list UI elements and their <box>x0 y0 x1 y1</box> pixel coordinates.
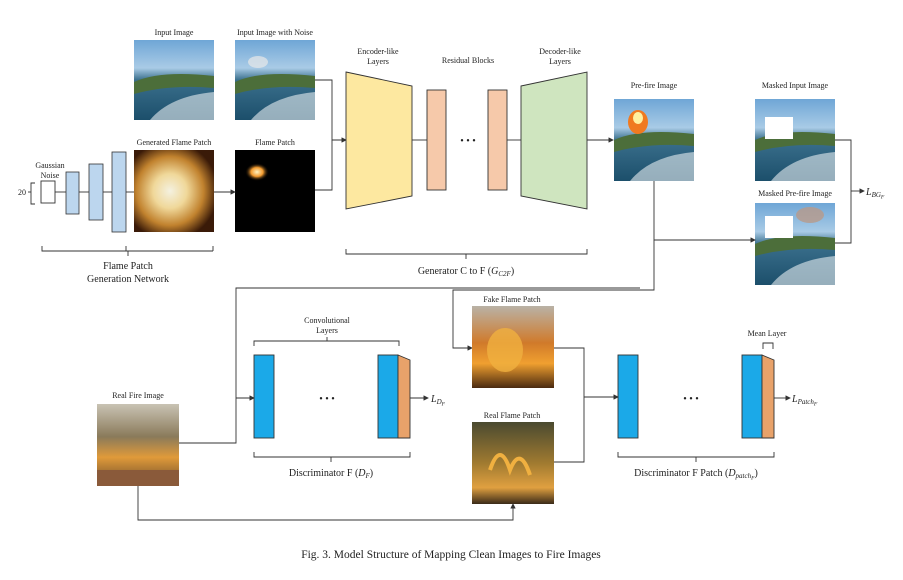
loss-bg-label: LBGF <box>865 187 885 201</box>
mean-layer-label: Mean Layer <box>748 329 787 338</box>
gaussian-label-2: Noise <box>41 171 60 180</box>
flame-net-brace <box>41 246 127 252</box>
noise-bracket <box>30 182 35 205</box>
masked-prefire-label: Masked Pre-fire Image <box>758 189 832 198</box>
encoder-label-1: Encoder-like <box>357 47 399 56</box>
loss-d-label: LDF <box>430 394 446 408</box>
disc-patch-ellipsis: • • • <box>683 394 699 405</box>
input-noise-label: Input Image with Noise <box>237 28 313 37</box>
fake-flame-image <box>472 306 554 388</box>
figure-caption: Fig. 3. Model Structure of Mapping Clean… <box>301 549 601 561</box>
generator-brace <box>345 249 588 255</box>
prefire-label: Pre-fire Image <box>631 81 678 90</box>
masked-prefire-image <box>755 203 835 285</box>
encoder-label-2: Layers <box>367 57 389 66</box>
flame-patch <box>235 150 315 232</box>
flame-net-label-1: Flame Patch <box>103 261 153 272</box>
noise-vector-box <box>40 180 56 204</box>
disc-patch-label: Discriminator F Patch (DpatchF) <box>634 468 758 482</box>
disc-patch-layer-1 <box>617 354 639 439</box>
flame-net-layer-2 <box>88 163 104 221</box>
flame-net-layer-3 <box>111 151 127 233</box>
disc-f-brace <box>253 452 411 458</box>
encoder-block <box>345 71 413 210</box>
mean-layer-brace <box>762 342 774 349</box>
masked-input-label: Masked Input Image <box>762 81 829 90</box>
residual-label: Residual Blocks <box>442 56 494 65</box>
decoder-label-2: Layers <box>549 57 571 66</box>
disc-patch-brace <box>617 452 775 458</box>
gaussian-label-1: Gaussian <box>35 161 64 170</box>
real-flame-label: Real Flame Patch <box>484 411 540 420</box>
disc-patch-layer-2 <box>741 354 763 439</box>
decoder-label-1: Decoder-like <box>539 47 581 56</box>
flame-net-layer-1 <box>65 171 80 215</box>
noise-dim-label: 20 <box>18 188 26 197</box>
residual-block-2 <box>487 89 508 191</box>
conv-brace <box>253 340 400 346</box>
real-flame-image <box>472 422 554 504</box>
real-fire-label: Real Fire Image <box>112 391 164 400</box>
prefire-image <box>614 99 694 181</box>
input-image-label: Input Image <box>155 28 194 37</box>
disc-f-layer-1 <box>253 354 275 439</box>
masked-input-image <box>755 99 835 181</box>
generated-flame-label: Generated Flame Patch <box>137 138 212 147</box>
conv-label-1: Convolutional <box>304 316 351 325</box>
disc-f-ellipsis: • • • <box>319 394 335 405</box>
disc-f-label: Discriminator F (DF) <box>289 468 373 480</box>
generated-flame-patch <box>134 150 214 232</box>
residual-ellipsis: • • • <box>460 136 476 147</box>
real-fire-image <box>97 404 179 486</box>
residual-block-1 <box>426 89 447 191</box>
generator-label: Generator C to F (GC2F) <box>418 266 514 278</box>
input-noise-image <box>235 40 315 120</box>
decoder-block <box>520 71 588 210</box>
conv-label-2: Layers <box>316 326 338 335</box>
disc-patch-output <box>761 354 775 439</box>
flame-net-label-2: Generation Network <box>87 274 169 285</box>
disc-f-layer-2 <box>377 354 399 439</box>
fake-flame-label: Fake Flame Patch <box>483 295 540 304</box>
loss-patch-label: LPatchF <box>791 394 818 408</box>
input-image <box>134 40 214 120</box>
flame-patch-label: Flame Patch <box>255 138 295 147</box>
disc-f-output <box>397 354 411 439</box>
